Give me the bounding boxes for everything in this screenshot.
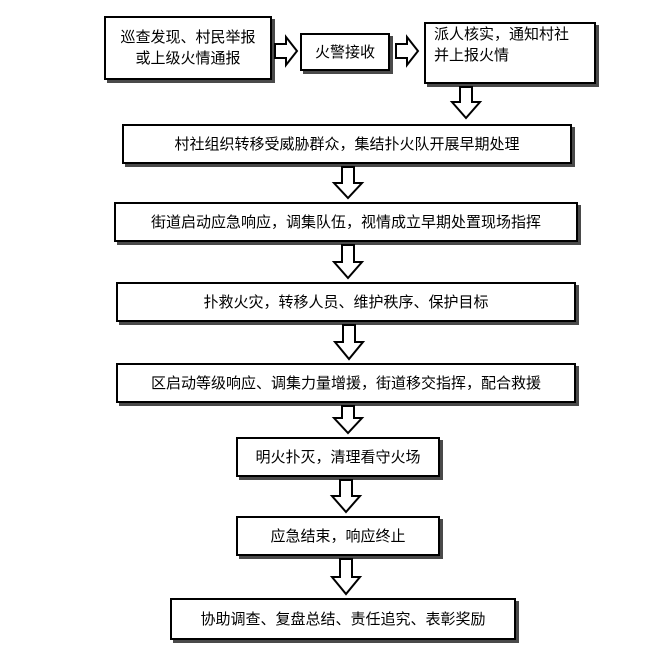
step-village-label: 村社组织转移受威胁群众，集结扑火队开展早期处理 [174, 134, 520, 153]
step-district-label: 区启动等级响应、调集力量增援，街道移交指挥，配合救援 [150, 373, 541, 392]
arrow-right-icon [274, 34, 299, 68]
step-review-box: 协助调查、复盘总结、责任追究、表彰奖励 [170, 598, 516, 640]
step-review-label: 协助调查、复盘总结、责任追究、表彰奖励 [200, 609, 486, 628]
arrow-down-icon [331, 166, 365, 200]
step-alarm-receive-box: 火警接收 [300, 33, 390, 71]
step-street-response-box: 街道启动应急响应，调集队伍，视情成立早期处置现场指挥 [114, 202, 578, 242]
step-discover-line2: 或上级火情通报 [135, 49, 241, 67]
arrow-down-icon [331, 405, 365, 435]
step-village-evacuate-box: 村社组织转移受威胁群众，集结扑火队开展早期处理 [122, 124, 572, 164]
arrow-down-icon [329, 558, 363, 596]
step-verify-line1: 派人核实，通知村社 [434, 25, 570, 43]
arrow-down-icon [329, 479, 363, 514]
step-discover-report-box: 巡查发现、村民举报 或上级火情通报 [104, 16, 272, 80]
arrow-down-icon [331, 244, 365, 280]
step-mopup-label: 明火扑灭，清理看守火场 [255, 447, 421, 466]
step-mopup-box: 明火扑灭，清理看守火场 [236, 437, 440, 477]
step-end-box: 应急结束，响应终止 [236, 516, 440, 556]
step-suppress-label: 扑救火灾，转移人员、维护秩序、保护目标 [203, 292, 489, 311]
step-district-response-box: 区启动等级响应、调集力量增援，街道移交指挥，配合救援 [116, 363, 576, 403]
step-alarm-label: 火警接收 [314, 42, 375, 61]
arrow-down-icon [449, 86, 483, 120]
arrow-right-icon [395, 34, 420, 68]
step-verify-line2: 并上报火情 [434, 46, 510, 64]
arrow-down-icon [332, 324, 366, 361]
step-street-label: 街道启动应急响应，调集队伍，视情成立早期处置现场指挥 [150, 212, 541, 231]
step-discover-line1: 巡查发现、村民举报 [120, 28, 256, 46]
step-firefighting-box: 扑救火灾，转移人员、维护秩序、保护目标 [116, 282, 576, 322]
step-end-label: 应急结束，响应终止 [270, 526, 406, 545]
step-verify-notify-box: 派人核实，通知村社 并上报火情 [424, 22, 596, 84]
